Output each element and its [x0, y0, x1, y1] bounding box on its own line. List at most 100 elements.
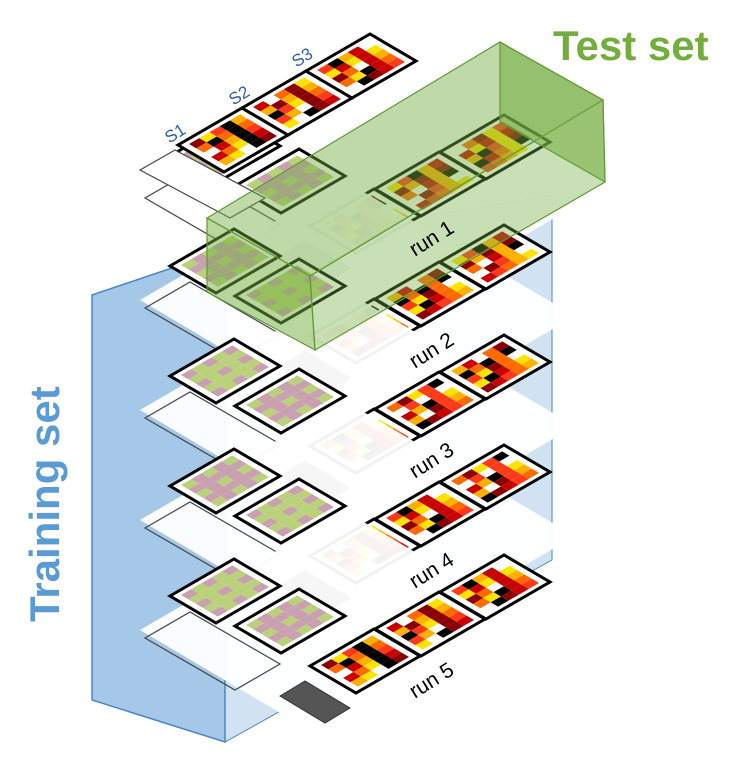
- matrix-cell: [506, 570, 525, 581]
- matrix-cell: [449, 611, 467, 622]
- matrix-cell: [230, 594, 249, 605]
- matrix-cell: [393, 406, 411, 417]
- matrix-cell: [191, 363, 209, 374]
- matrix-cell: [285, 190, 304, 201]
- matrix-cell: [309, 278, 327, 289]
- matrix-cell: [302, 106, 321, 117]
- matrix-cell: [260, 517, 279, 528]
- matrix-cell: [400, 520, 419, 531]
- matrix-cell: [393, 186, 411, 197]
- matrix-cell: [210, 496, 229, 507]
- matrix-cell: [428, 513, 447, 524]
- matrix-cell: [306, 398, 324, 409]
- matrix-cell: [230, 374, 249, 385]
- matrix-cell: [220, 380, 239, 391]
- matrix-cell: [275, 196, 294, 207]
- matrix-cell: [298, 174, 317, 185]
- matrix-cell: [480, 272, 499, 283]
- matrix-cell: [229, 349, 247, 360]
- matrix-cell: [413, 284, 432, 295]
- matrix-cell: [416, 604, 435, 615]
- matrix-cell: [451, 145, 469, 156]
- matrix-cell: [293, 77, 312, 88]
- matrix-cell: [500, 260, 519, 271]
- matrix-cell: [456, 395, 474, 406]
- matrix-cell: [219, 465, 237, 476]
- test-tag-box: [279, 680, 351, 724]
- matrix-cell: [286, 375, 305, 386]
- matrix-cell: [210, 606, 229, 617]
- matrix-cell: [267, 109, 286, 120]
- matrix-cell: [435, 627, 454, 638]
- matrix-cell: [376, 644, 395, 655]
- matrix-cell: [434, 492, 452, 503]
- matrix-cell: [381, 658, 399, 669]
- matrix-cell: [331, 72, 350, 83]
- matrix-cell: [268, 522, 286, 533]
- matrix-cell: [416, 494, 435, 505]
- matrix-cell: [521, 358, 539, 369]
- matrix-cell: [223, 590, 242, 601]
- matrix-cell: [195, 487, 214, 498]
- matrix-cell: [456, 175, 474, 186]
- matrix-cell: [391, 652, 409, 663]
- matrix-cell: [221, 145, 239, 156]
- matrix-cell: [410, 184, 429, 196]
- matrix-cell: [380, 53, 398, 64]
- matrix-cell: [500, 370, 519, 381]
- matrix-cell: [309, 608, 327, 619]
- test-box-end: [499, 40, 606, 184]
- matrix-cell: [441, 497, 460, 508]
- matrix-cell: [408, 305, 426, 316]
- matrix-cell: [205, 481, 224, 493]
- matrix-cell: [244, 468, 262, 479]
- matrix-cell: [446, 181, 464, 192]
- matrix-cell: [458, 259, 476, 270]
- matrix-cell: [413, 504, 432, 515]
- matrix-cell: [473, 378, 491, 389]
- matrix-cell: [456, 505, 474, 516]
- matrix-cell: [291, 389, 310, 401]
- matrix-cell: [266, 387, 285, 398]
- matrix-cell: [273, 501, 292, 512]
- matrix-cell: [496, 355, 515, 367]
- matrix-cell: [481, 457, 500, 468]
- matrix-cell: [481, 347, 500, 358]
- matrix-cell: [263, 397, 282, 408]
- matrix-cell: [499, 455, 517, 466]
- matrix-cell: [357, 40, 376, 51]
- matrix-cell: [206, 136, 225, 147]
- matrix-cell: [276, 381, 295, 392]
- matrix-cell: [211, 461, 230, 472]
- matrix-cell: [489, 571, 507, 582]
- matrix-cell: [298, 91, 317, 103]
- matrix-cell: [461, 469, 479, 480]
- matrix-cell: [236, 354, 255, 365]
- matrix-cell: [301, 604, 320, 615]
- matrix-cell: [415, 639, 434, 650]
- matrix-cell: [278, 186, 296, 197]
- matrix-cell: [188, 593, 206, 604]
- matrix-cell: [309, 498, 327, 509]
- matrix-cell: [458, 369, 476, 380]
- matrix-cell: [424, 498, 442, 509]
- matrix-cell: [201, 467, 220, 478]
- matrix-cell: [434, 602, 452, 613]
- matrix-cell: [233, 474, 252, 485]
- matrix-cell: [216, 475, 234, 487]
- matrix-cell: [486, 141, 504, 153]
- matrix-cell: [253, 513, 271, 524]
- matrix-cell: [256, 613, 274, 624]
- matrix-cell: [435, 407, 454, 418]
- matrix-cell: [273, 611, 292, 622]
- matrix-cell: [256, 393, 274, 404]
- matrix-cell: [465, 483, 484, 494]
- matrix-cell: [514, 354, 532, 365]
- matrix-cell: [252, 127, 270, 138]
- matrix-cell: [511, 364, 529, 375]
- matrix-cell: [428, 293, 447, 304]
- matrix-cell: [431, 612, 450, 624]
- matrix-cell: [478, 467, 497, 478]
- matrix-cell: [421, 618, 439, 630]
- matrix-cell: [441, 387, 460, 398]
